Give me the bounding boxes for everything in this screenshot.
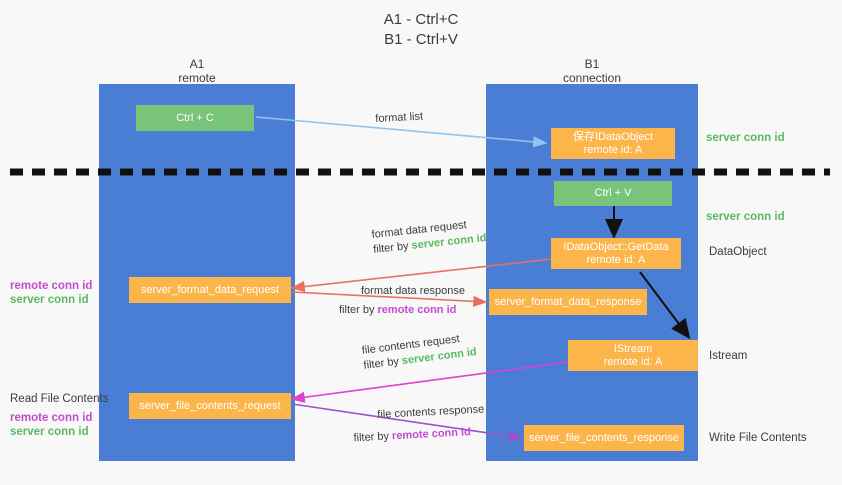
node-ctrl-v-label: Ctrl + V <box>594 187 632 199</box>
node-server-format-data-request[interactable]: server_format_data_request <box>129 277 291 303</box>
label-server-conn-id-left-2: server conn id <box>10 426 89 438</box>
title-line-1: A1 - Ctrl+C <box>383 11 459 28</box>
lane-header-b1: B1 connection <box>486 57 698 85</box>
label-istream: Istream <box>709 350 748 362</box>
label-server-conn-id-left-1: server conn id <box>10 294 89 306</box>
edge-label-format-data-request: format data request filter by server con… <box>371 216 487 258</box>
label-server-conn-id-top: server conn id <box>706 132 785 144</box>
lane-header-b1-name: B1 <box>584 57 600 71</box>
label-read-file-contents: Read File Contents <box>10 393 109 405</box>
node-save-idataobject-line-2: remote id: A <box>583 143 643 156</box>
node-server-file-contents-response[interactable]: server_file_contents_response <box>524 425 684 451</box>
edge-filter-value-remote-conn-id-2: remote conn id <box>391 426 472 443</box>
edge-label-format-data-response: format data response filter by remote co… <box>339 284 465 318</box>
edge-label-file-contents-response-text: file contents response <box>377 403 485 421</box>
node-server-format-data-response-label: server_format_data_response <box>494 295 642 308</box>
label-remote-conn-id-2: remote conn id <box>10 412 93 424</box>
lane-header-a1-sub: remote <box>178 71 216 85</box>
title-line-2: B1 - Ctrl+V <box>384 31 458 48</box>
node-ctrl-c-label: Ctrl + C <box>176 111 214 124</box>
edge-filter-value-remote-conn-id-1: remote conn id <box>377 304 457 316</box>
node-server-file-contents-request[interactable]: server_file_contents_request <box>129 393 291 419</box>
edge-label-format-list: format list <box>375 110 423 127</box>
lane-header-a1-name: A1 <box>189 57 205 71</box>
label-write-file-contents: Write File Contents <box>709 432 807 444</box>
left-conn-stack-bottom: remote conn id server conn id <box>10 411 92 439</box>
node-save-idataobject-line-1: 保存IDataObject <box>572 130 654 143</box>
label-dataobject: DataObject <box>709 246 767 258</box>
lane-header-a1: A1 remote <box>99 57 295 85</box>
edge-label-file-contents-response-filter: filter by remote conn id <box>353 426 472 445</box>
node-server-file-contents-request-label: server_file_contents_request <box>139 399 281 412</box>
edge-label-format-list-text: format list <box>375 110 424 125</box>
node-istream-line-1: IStream <box>613 342 653 355</box>
node-server-format-data-request-label: server_format_data_request <box>140 283 280 296</box>
edge-label-file-contents-request: file contents request filter by server c… <box>361 330 478 374</box>
node-server-file-contents-response-label: server_file_contents_response <box>529 431 679 444</box>
label-remote-conn-id-1: remote conn id <box>10 280 93 292</box>
left-conn-stack-top: remote conn id server conn id <box>10 279 92 307</box>
node-istream-line-2: remote id: A <box>603 355 663 368</box>
edge-label-file-contents-response: file contents response filter by remote … <box>353 402 486 445</box>
node-save-idataobject[interactable]: 保存IDataObject remote id: A <box>551 128 675 159</box>
node-istream[interactable]: IStream remote id: A <box>568 340 698 371</box>
node-idataobject-getdata-line-2: remote id: A <box>586 253 646 266</box>
edge-label-format-data-response-filter: filter by remote conn id <box>339 304 457 316</box>
node-ctrl-c[interactable]: Ctrl + C <box>136 105 254 131</box>
node-idataobject-getdata-line-1: IDataObject::GetData <box>563 240 669 253</box>
label-server-conn-id-second: server conn id <box>706 211 785 223</box>
edge-label-format-data-response-text: format data response <box>361 285 465 297</box>
node-idataobject-getdata[interactable]: IDataObject::GetData remote id: A <box>551 238 681 269</box>
lane-header-b1-sub: connection <box>562 71 622 85</box>
page-title: A1 - Ctrl+C B1 - Ctrl+V <box>0 10 842 50</box>
node-ctrl-v[interactable]: Ctrl + V <box>554 181 672 206</box>
node-server-format-data-response[interactable]: server_format_data_response <box>489 289 647 315</box>
